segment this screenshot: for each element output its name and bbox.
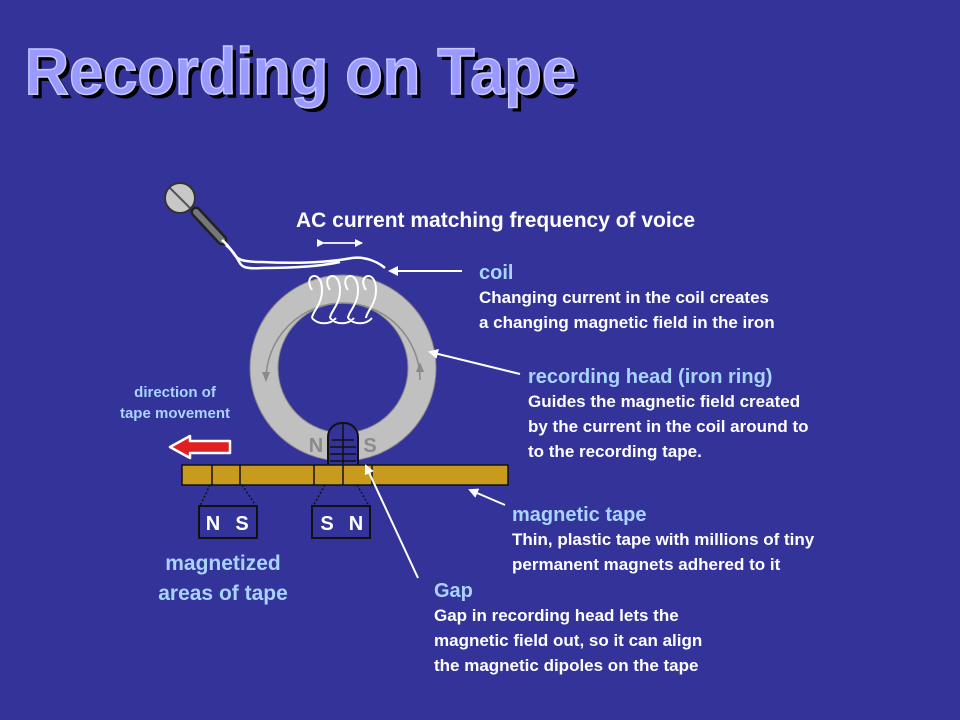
- ring-pole-n: N: [309, 435, 323, 457]
- direction-label: direction of tape movement: [119, 384, 231, 422]
- wire: [221, 239, 386, 269]
- magnetic-tape-heading: magnetic tape: [512, 504, 647, 526]
- recording-head-description: Guides the magnetic field created by the…: [528, 392, 809, 461]
- magnet-box-left: [198, 505, 258, 539]
- recording-head-heading: recording head (iron ring): [528, 366, 773, 388]
- magnetized-label: magnetized areas of tape: [158, 552, 288, 605]
- tape-pointer: [468, 488, 506, 506]
- slide-title-front: Recording on Tape: [25, 34, 576, 109]
- magnet-leader-lines: [199, 484, 370, 507]
- magnetic-tape-description: Thin, plastic tape with millions of tiny…: [512, 530, 815, 574]
- slide-title: Recording on Tape: [29, 38, 580, 113]
- recording-head-label: recording head (iron ring) Guides the ma…: [528, 366, 809, 464]
- gap-label: Gap Gap in recording head lets the magne…: [434, 580, 702, 678]
- magnet-left-pole-1: N: [206, 513, 220, 535]
- magnet-right-pole-2: N: [349, 513, 363, 535]
- magnetic-tape: [181, 464, 509, 486]
- coil-windings: [308, 275, 378, 325]
- magnet-left-pole-2: S: [235, 513, 248, 535]
- ring-pole-s: S: [363, 435, 376, 457]
- coil-label: coil Changing current in the coil create…: [479, 262, 775, 335]
- gap-heading: Gap: [434, 580, 473, 602]
- gap-description: Gap in recording head lets the magnetic …: [434, 606, 703, 675]
- magnet-box-right: [311, 505, 371, 539]
- magnetic-tape-label: magnetic tape Thin, plastic tape with mi…: [512, 504, 814, 577]
- title-graphic: Recording on Tape Recording on Tape: [24, 33, 580, 113]
- ring-pointer: [428, 349, 521, 375]
- direction-arrow-icon: [168, 434, 232, 460]
- magnet-right-pole-1: S: [320, 513, 333, 535]
- coil-description: Changing current in the coil creates a c…: [479, 288, 775, 332]
- ac-current-label: AC current matching frequency of voice: [296, 209, 696, 232]
- microphone-icon: [164, 182, 228, 246]
- coil-heading: coil: [479, 262, 514, 284]
- gap-pointer: [364, 464, 419, 579]
